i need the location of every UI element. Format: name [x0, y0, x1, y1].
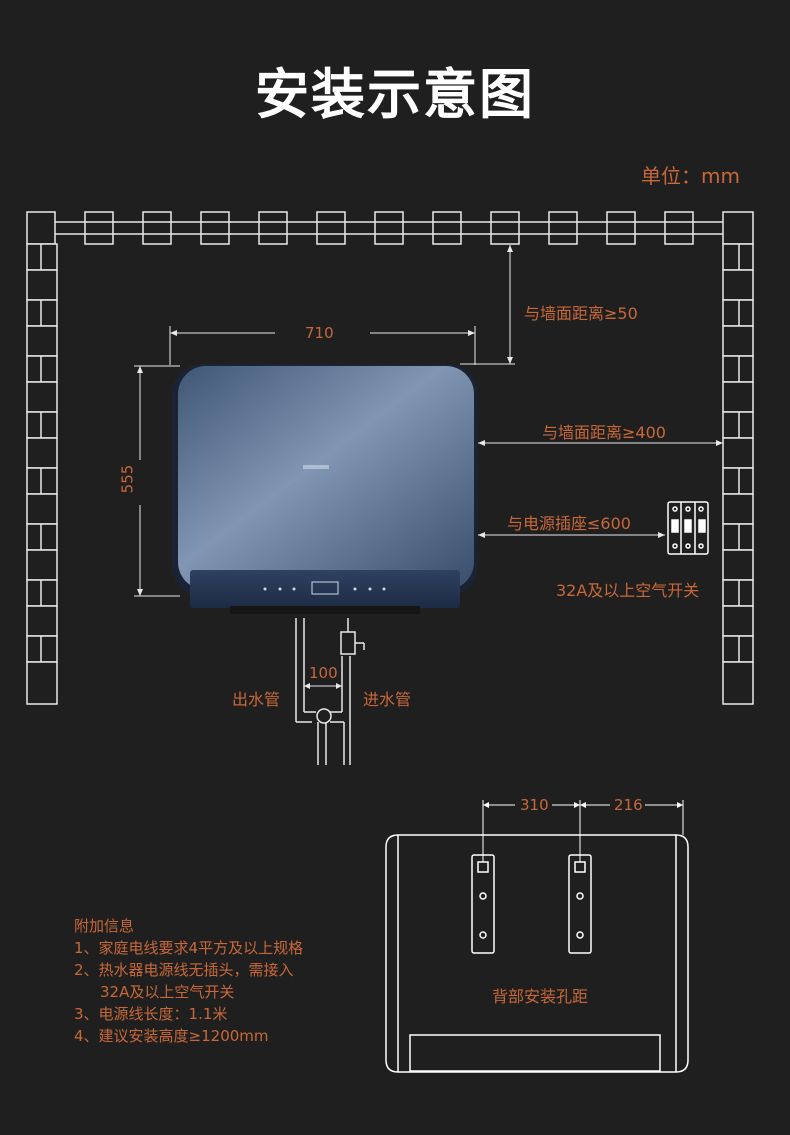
back-holes-label: 背部安装孔距: [491, 987, 588, 1006]
dim-height: 555: [118, 464, 137, 494]
dim-hole-side: 216: [614, 796, 643, 814]
arrowheads: [137, 245, 723, 596]
inlet-pipe-label: 进水管: [363, 690, 412, 709]
water-pipes: [295, 618, 365, 765]
info-item: 1、家庭电线要求4平方及以上规格: [74, 939, 304, 957]
control-panel: [190, 570, 460, 608]
dimension-lines: [134, 245, 723, 597]
info-heading: 附加信息: [74, 917, 135, 935]
info-item: 3、电源线长度：1.1米: [74, 1005, 228, 1023]
page-title: 安装示意图: [255, 63, 535, 126]
info-item: 4、建议安装高度≥1200mm: [74, 1027, 269, 1045]
dim-width: 710: [305, 324, 334, 342]
dim-hole-spacing: 310: [520, 796, 549, 814]
side-clearance-label: 与墙面距离≥400: [542, 423, 666, 442]
dim-pipe-spacing: 100: [309, 664, 338, 682]
breaker-icon: [667, 501, 709, 555]
outlet-pipe-label: 出水管: [232, 690, 281, 709]
wall-right: [722, 243, 754, 705]
breaker-label: 32A及以上空气开关: [556, 581, 700, 600]
wall-left: [26, 243, 58, 705]
additional-info: 附加信息 1、家庭电线要求4平方及以上规格 2、热水器电源线无插头，需接入 32…: [74, 915, 303, 1047]
water-heater: [172, 364, 478, 614]
info-item: 32A及以上空气开关: [100, 983, 235, 1001]
wall-top: [26, 211, 754, 245]
top-clearance-label: 与墙面距离≥50: [524, 304, 638, 323]
unit-label: 单位：mm: [641, 164, 740, 188]
socket-distance-label: 与电源插座≤600: [507, 514, 631, 533]
info-item: 2、热水器电源线无插头，需接入: [74, 961, 294, 979]
back-view: [385, 800, 689, 1073]
